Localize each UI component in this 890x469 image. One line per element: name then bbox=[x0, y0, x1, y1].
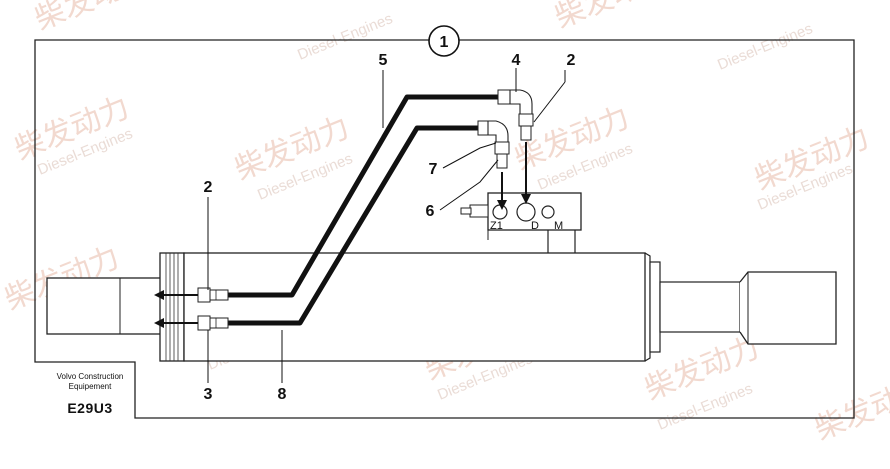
callout-6: 6 bbox=[426, 203, 435, 220]
watermark-cn: 柴发动力 bbox=[30, 0, 154, 36]
callout-8: 8 bbox=[278, 386, 287, 403]
port-label-z1: Z1 bbox=[490, 220, 503, 232]
adapter-fitting-6 bbox=[494, 141, 510, 169]
port-label-d: D bbox=[531, 220, 539, 232]
flow-arrow-lower bbox=[154, 318, 198, 328]
hose-8 bbox=[228, 125, 480, 326]
watermark-cn: 柴发动力 bbox=[550, 0, 674, 34]
watermark-cn: 柴发动力 bbox=[810, 371, 890, 447]
flow-arrow-upper bbox=[154, 290, 198, 300]
leader-lines bbox=[207, 68, 566, 383]
callout-2-left: 2 bbox=[204, 179, 213, 196]
callout-4: 4 bbox=[512, 52, 521, 69]
cylinder-end-cap bbox=[644, 252, 741, 362]
callout-2-top: 2 bbox=[567, 52, 576, 69]
flow-arrow-z1 bbox=[497, 172, 507, 210]
port-label-m: M bbox=[554, 220, 563, 232]
valve-block bbox=[460, 192, 582, 253]
watermark-en: Diesel-Engines bbox=[715, 20, 815, 74]
hose-5 bbox=[228, 94, 500, 298]
elbow-fitting-7 bbox=[477, 120, 509, 143]
adapter-fitting-2-top bbox=[520, 125, 532, 141]
footer-subtitle: Equipement bbox=[68, 382, 112, 391]
cylinder-flange bbox=[159, 252, 185, 362]
elbow-fitting-4 bbox=[497, 89, 534, 127]
footer-block: Volvo Construction Equipement E29U3 bbox=[46, 372, 134, 416]
cylinder-fitting-upper bbox=[197, 287, 229, 303]
cylinder-fitting-lower bbox=[197, 315, 229, 331]
callout-5: 5 bbox=[379, 52, 388, 69]
piston-rod-right bbox=[739, 271, 837, 345]
frame-border bbox=[34, 39, 855, 419]
figure-number: 1 bbox=[440, 34, 449, 51]
cylinder-body bbox=[183, 252, 646, 362]
footer-company: Volvo Construction bbox=[56, 372, 124, 381]
figure-number-circle bbox=[428, 25, 460, 57]
piston-rod-left bbox=[46, 277, 163, 335]
callout-3: 3 bbox=[204, 386, 213, 403]
figure-code: E29U3 bbox=[67, 400, 113, 416]
callout-7: 7 bbox=[429, 161, 438, 178]
flow-arrow-d bbox=[521, 142, 531, 204]
